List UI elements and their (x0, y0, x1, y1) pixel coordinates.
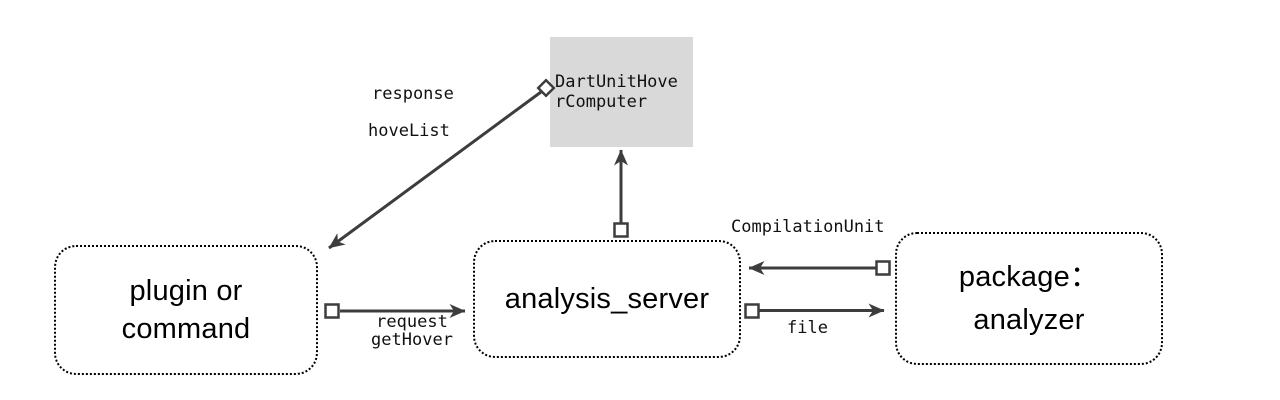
node-analyzer-label-line2: analyzer (973, 303, 1085, 336)
connector-square-hover-computer (613, 222, 629, 238)
node-plugin-label-line2: command (121, 313, 251, 345)
node-analysis-server: analysis_server (473, 240, 741, 358)
node-plugin-or-command-label: plugin or command (122, 272, 251, 348)
connector-square-request (324, 303, 340, 319)
edge-label-request-gethover: request getHover (366, 313, 458, 349)
node-dart-unit-hover-computer-label: DartUnitHove rComputer (555, 72, 678, 112)
edge-label-response: response (372, 84, 454, 104)
node-analyzer-label-line1: package： (958, 260, 1100, 293)
edge-label-file: file (787, 318, 828, 338)
node-package-analyzer: package： analyzer (895, 232, 1163, 365)
node-analysis-server-label: analysis_server (504, 282, 710, 315)
node-dart-unit-hover-computer: DartUnitHove rComputer (550, 37, 693, 147)
node-plugin-or-command: plugin or command (54, 245, 318, 375)
connector-square-file (744, 303, 760, 319)
edge-label-hovelist: hoveList (368, 121, 450, 141)
hover-computer-label-line2: rComputer (555, 92, 648, 112)
node-package-analyzer-label: package： analyzer (959, 256, 1099, 342)
hover-computer-label-line1: DartUnitHove (555, 72, 678, 92)
edge-label-request: request (376, 312, 448, 332)
edge-label-gethover: getHover (371, 330, 453, 350)
edge-response-line (328, 90, 542, 250)
edge-label-compilation-unit: CompilationUnit (731, 217, 885, 237)
connector-square-compilation-unit (875, 260, 891, 276)
node-plugin-label-line1: plugin or (129, 275, 243, 307)
